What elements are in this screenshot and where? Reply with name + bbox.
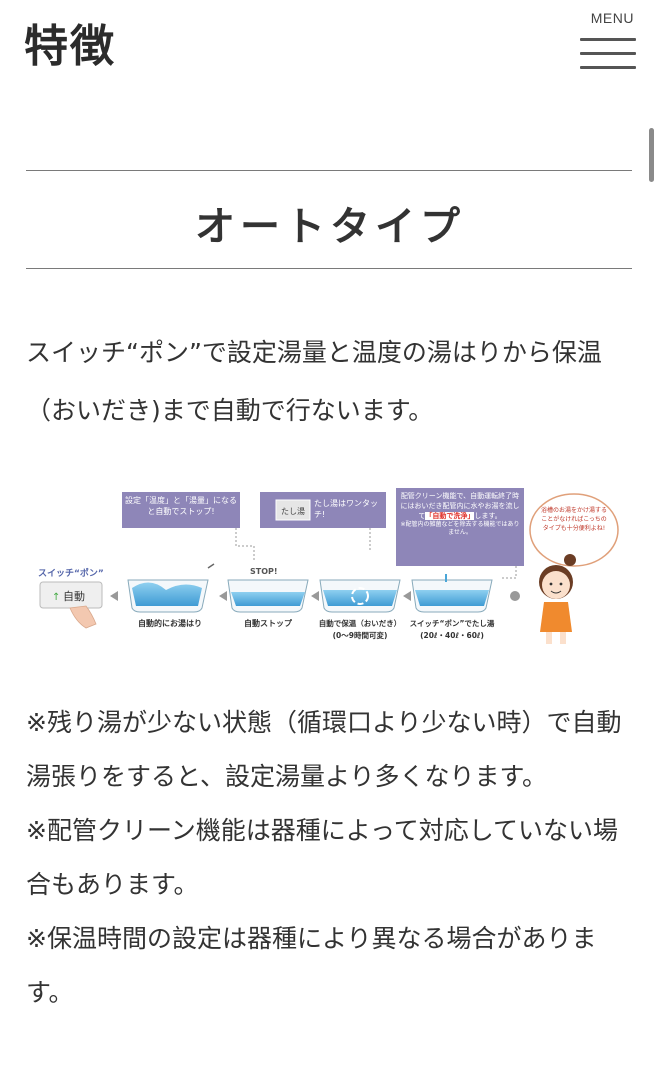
- section-title: オートタイプ: [195, 204, 465, 250]
- step-3-sub: (0〜9時間可変): [333, 630, 388, 640]
- callout-clean-suffix: します。: [474, 512, 502, 520]
- stop-mark: STOP!: [250, 567, 278, 576]
- woman-character-icon: [539, 554, 576, 644]
- page-title: 特徴: [24, 21, 116, 72]
- section-divider-top: [26, 170, 632, 171]
- callout-stop-text: 設定「温度」と「湯量」になると自動でストップ!: [125, 496, 237, 516]
- step-4-label: スイッチ“ポン”でたし湯: [410, 618, 495, 628]
- step-3-label: 自動で保温（おいだき）: [319, 618, 402, 628]
- finger-icon: [69, 605, 97, 629]
- hamburger-icon: [580, 38, 636, 80]
- intro-text: スイッチ“ポン”で設定湯量と温度の湯はりから保温（おいだき)まで自動で行ないます…: [26, 338, 602, 425]
- switch-button-label: 自動: [63, 589, 85, 603]
- menu-label: MENU: [590, 10, 634, 26]
- menu-button[interactable]: MENU: [572, 8, 636, 78]
- callout-tashiyu-text: たし湯はワンタッチ!: [314, 499, 378, 519]
- callout-clean-highlight: 「自動で洗浄」: [425, 512, 475, 520]
- step-2-label: 自動ストップ: [244, 618, 293, 628]
- callout-stop-box: [122, 492, 240, 528]
- speech-bubble-text: 浴槽のお湯をかけ湯することがなければこっちのタイプも十分便利よね!: [540, 507, 607, 532]
- svg-text:↑: ↑: [52, 592, 60, 603]
- notes: ※残り湯が少ない状態（循環口より少ない時）で自動湯張りをすると、設定湯量より多く…: [26, 696, 636, 1020]
- callout-clean-box: [396, 488, 524, 566]
- callout-clean-text: 配管クリーン機能で、自動運転終了時にはおいだき配管内に水やお湯を流して: [400, 492, 520, 520]
- step-1-label: 自動的にお湯はり: [138, 618, 202, 628]
- note-item: ※保温時間の設定は器種により異なる場合があります。: [26, 924, 597, 1007]
- scrollbar-thumb[interactable]: [649, 128, 654, 182]
- switch-label: スイッチ“ポン”: [38, 567, 104, 579]
- step-4-sub: (20ℓ・40ℓ・60ℓ): [420, 631, 484, 640]
- auto-type-diagram: 設定「温度」と「湯量」になると自動でストップ! たし湯 たし湯はワンタッチ! 配…: [38, 488, 619, 644]
- tashiyu-badge: たし湯: [281, 506, 305, 516]
- callout-clean-note: ※配管内の雑菌などを除去する機能ではありません。: [400, 521, 520, 536]
- note-item: ※残り湯が少ない状態（循環口より少ない時）で自動湯張りをすると、設定湯量より多く…: [26, 708, 622, 791]
- section-divider-bottom: [26, 268, 632, 269]
- note-item: ※配管クリーン機能は器種によって対応していない場合もあります。: [26, 816, 618, 899]
- speech-bubble: [529, 493, 619, 567]
